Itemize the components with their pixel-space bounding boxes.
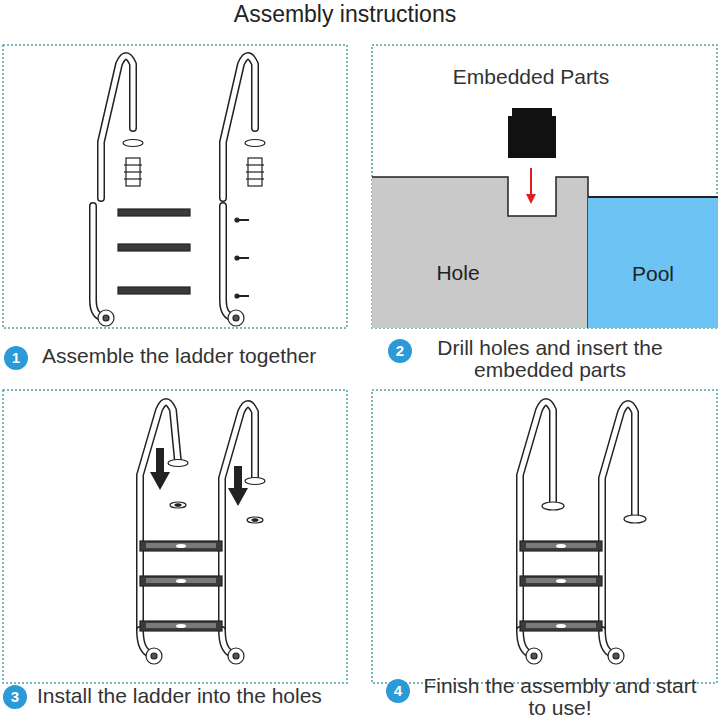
wheel — [146, 648, 162, 664]
region-outline — [372, 177, 588, 328]
step-tread — [146, 623, 216, 628]
anchor-rib — [124, 164, 142, 165]
step — [140, 621, 222, 631]
step-tread — [146, 543, 216, 548]
callout-number: 1 — [12, 350, 20, 367]
flange — [245, 140, 265, 147]
step-tread — [146, 578, 216, 583]
bolt — [235, 294, 239, 298]
rail-leg — [93, 206, 104, 318]
step — [520, 576, 602, 586]
step-tread — [526, 543, 596, 548]
anchor-rib — [124, 171, 142, 172]
flange — [123, 140, 143, 147]
step-number: 1 — [4, 346, 28, 370]
step-badge — [556, 624, 566, 628]
anchor-rib — [246, 164, 264, 165]
wheel — [98, 310, 114, 326]
panel-frame — [372, 45, 717, 328]
step-badge — [556, 579, 566, 583]
rail-leg — [223, 206, 234, 318]
step-number: 2 — [388, 339, 412, 363]
region-label: Hole — [436, 261, 479, 284]
insert-arrow — [530, 168, 532, 195]
step-number: 4 — [386, 679, 410, 703]
wheel — [228, 310, 244, 326]
step-badge — [556, 544, 566, 548]
part-label: Embedded Parts — [453, 66, 609, 88]
insert-arrow — [526, 194, 536, 204]
down-arrow — [228, 466, 248, 506]
region-fill — [372, 177, 588, 328]
step — [140, 541, 222, 551]
step-badge — [176, 544, 186, 548]
wheel — [103, 315, 109, 321]
step-tread — [526, 623, 596, 628]
anchor-cap — [247, 517, 263, 523]
callout-number: 3 — [11, 689, 19, 706]
anchor-rib — [246, 178, 264, 179]
handrail — [520, 402, 553, 630]
flange — [245, 478, 265, 485]
wheel — [151, 653, 157, 659]
bolt — [235, 256, 239, 260]
step — [520, 541, 602, 551]
wheel — [233, 315, 239, 321]
callout-number: 4 — [394, 683, 402, 700]
handrail — [520, 402, 553, 630]
step-tread — [526, 578, 596, 583]
region-label: Pool — [632, 262, 674, 285]
step — [118, 209, 190, 216]
bolt — [235, 218, 239, 222]
step — [118, 244, 190, 251]
step-caption: Drill holes and insert the embedded part… — [408, 337, 693, 381]
wheel — [228, 648, 244, 664]
anchor-cap — [252, 519, 258, 521]
step — [520, 621, 602, 631]
pool-region: Pool — [588, 196, 718, 328]
embedded-part — [508, 108, 556, 158]
anchor-cap — [170, 502, 186, 508]
bolt — [238, 257, 249, 259]
handrail — [140, 402, 178, 630]
panel-frame — [372, 390, 717, 683]
panel-frame — [3, 390, 347, 683]
wheel — [526, 648, 542, 664]
handrail — [140, 402, 178, 630]
page-title: Assembly instructions — [234, 0, 456, 28]
anchor-cap — [175, 504, 181, 506]
panel-frame — [3, 45, 347, 328]
flange — [542, 502, 564, 510]
flange — [168, 460, 188, 467]
bolt — [238, 219, 249, 221]
wheel — [233, 653, 239, 659]
callout-number: 2 — [396, 343, 404, 360]
step-number: 3 — [3, 685, 27, 709]
step-badge — [176, 624, 186, 628]
rail-leg — [93, 206, 104, 318]
anchor-rib — [246, 171, 264, 172]
step-badge — [176, 579, 186, 583]
wheel — [613, 653, 619, 659]
rail-leg — [223, 206, 234, 318]
step-caption: Install the ladder into the holes — [37, 685, 322, 707]
wheel — [608, 648, 624, 664]
down-arrow — [150, 448, 170, 490]
hole-region: Hole — [372, 177, 588, 328]
step — [140, 576, 222, 586]
region-edge — [372, 177, 588, 328]
flange — [624, 515, 646, 523]
step — [118, 287, 190, 294]
step-caption: Finish the assembly and start to use! — [418, 675, 703, 719]
bolt — [238, 295, 249, 297]
anchor-rib — [124, 178, 142, 179]
step-caption: Assemble the ladder together — [42, 345, 316, 367]
wheel — [531, 653, 537, 659]
